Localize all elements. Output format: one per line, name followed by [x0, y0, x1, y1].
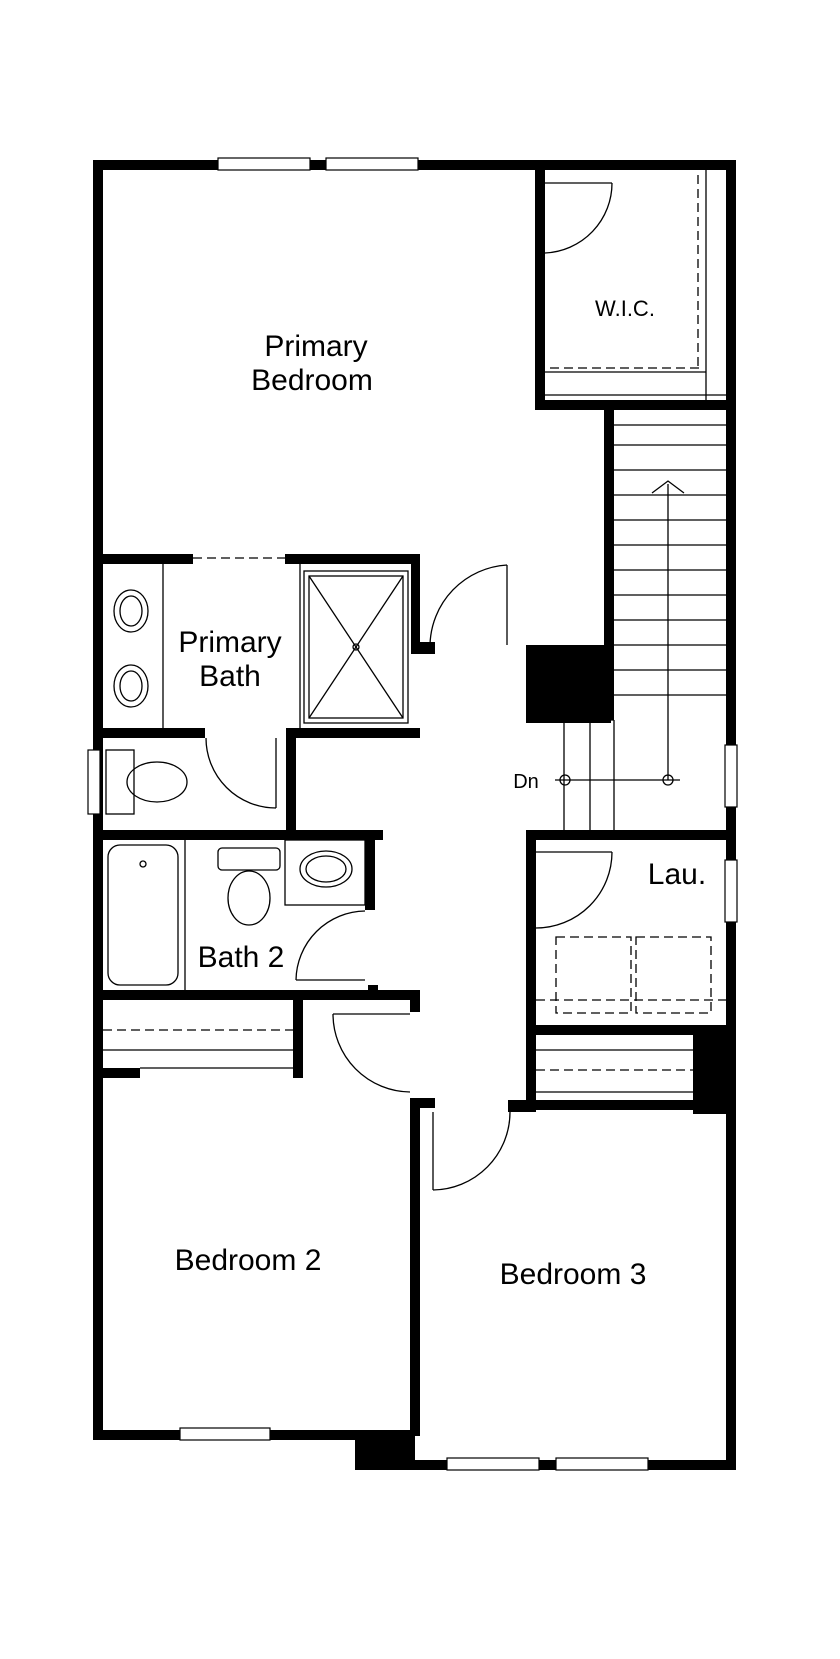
wic-label: W.I.C. — [595, 296, 655, 321]
primary-bedroom-label-line1: Primary — [264, 330, 367, 363]
stairs-down-label: Dn — [513, 771, 539, 793]
primary-bath-label-line2: Bath — [199, 660, 261, 693]
bath-2-label: Bath 2 — [198, 941, 285, 974]
wic-shelving — [545, 170, 726, 400]
interior-walls — [93, 170, 726, 1436]
laundry-label: Lau. — [648, 858, 706, 891]
primary-bedroom-label-line2: Bedroom — [251, 364, 373, 397]
room-labels: Primary Bedroom W.I.C. Primary Bath Dn L… — [175, 296, 707, 1291]
fixtures — [105, 564, 726, 1014]
bedroom-2-label: Bedroom 2 — [175, 1244, 322, 1277]
bedroom-3-label: Bedroom 3 — [500, 1258, 647, 1291]
windows — [87, 157, 738, 1471]
primary-bath-label-line1: Primary — [178, 626, 281, 659]
doors — [103, 182, 693, 1191]
stairs — [555, 424, 726, 830]
